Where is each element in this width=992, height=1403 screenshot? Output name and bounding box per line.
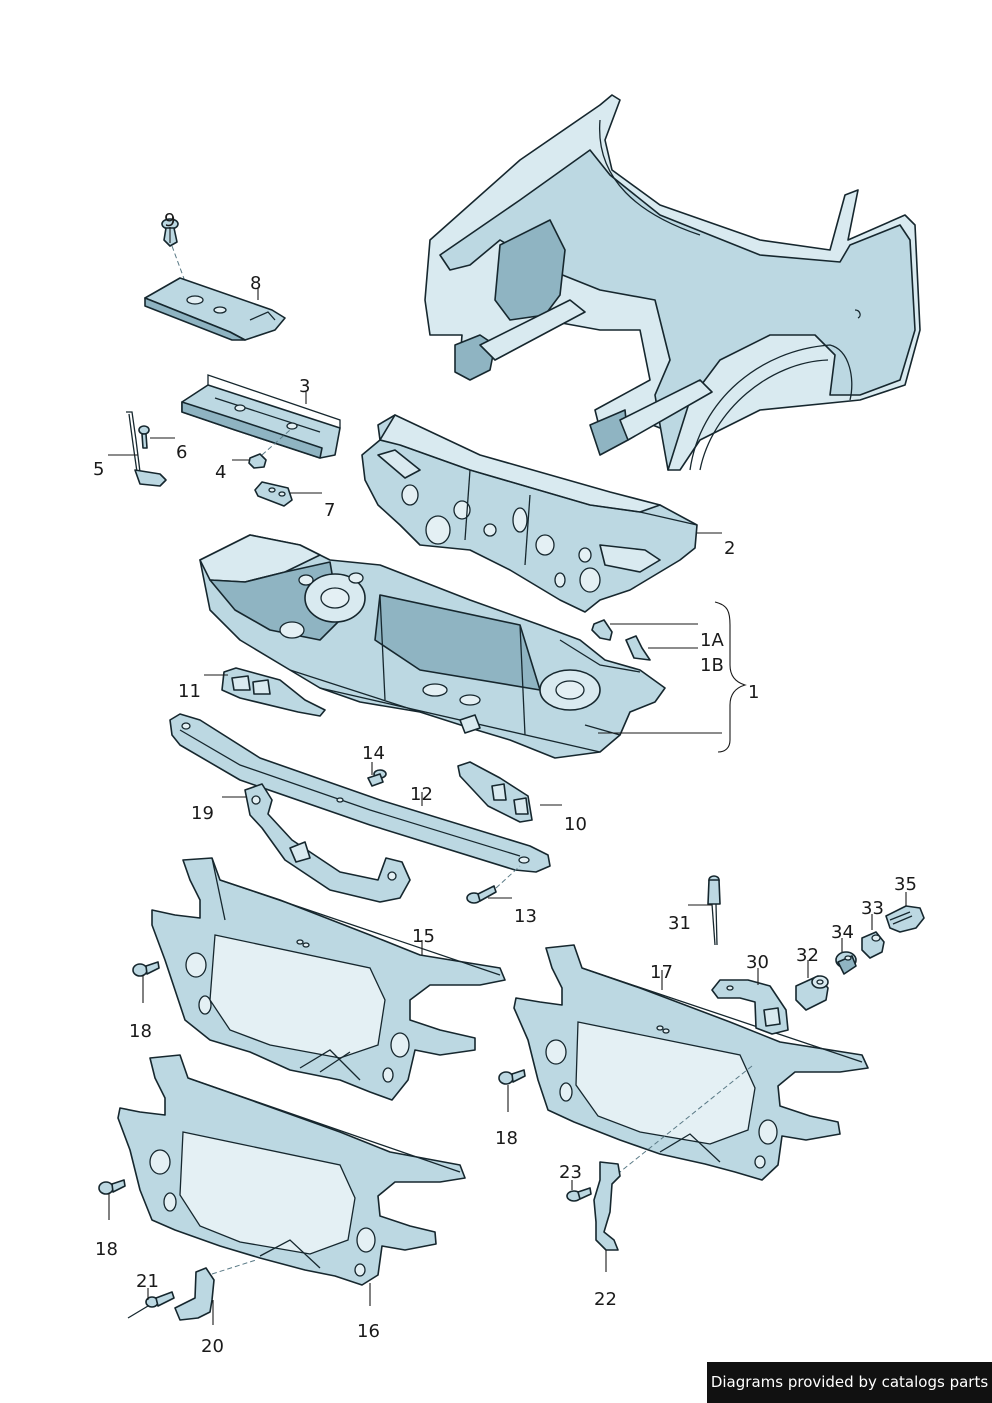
part-20-bracket xyxy=(174,1259,257,1321)
part-12-cross-member xyxy=(169,713,551,873)
part-33-washer xyxy=(861,931,885,959)
part-32-bushing xyxy=(795,975,829,1011)
part-22-bracket xyxy=(593,1161,621,1251)
callout-18-a: 18 xyxy=(129,1021,152,1042)
callout-22: 22 xyxy=(594,1289,617,1310)
part-21-rivet xyxy=(127,1291,175,1319)
part-1-front-structure xyxy=(199,534,666,759)
part-30-bracket xyxy=(711,979,789,1035)
part-5-rod-bracket xyxy=(126,411,167,487)
callout-15: 15 xyxy=(412,926,435,947)
part-18-push-pin-c xyxy=(98,1179,126,1195)
part-31-rivet-pin xyxy=(707,875,721,946)
callout-14: 14 xyxy=(362,743,385,764)
callout-5: 5 xyxy=(93,459,104,480)
callout-12: 12 xyxy=(410,784,433,805)
part-14-bolt xyxy=(367,769,387,787)
part-35-bolt xyxy=(885,905,925,933)
leader-lines xyxy=(108,227,907,1325)
callout-31: 31 xyxy=(668,913,691,934)
callout-34: 34 xyxy=(831,922,854,943)
part-8-bracket-plate xyxy=(144,277,286,341)
callout-21: 21 xyxy=(136,1271,159,1292)
callout-18-b: 18 xyxy=(495,1128,518,1149)
callout-8: 8 xyxy=(250,273,261,294)
part-23-bolt xyxy=(566,1187,592,1202)
part-19-support-bracket xyxy=(244,783,411,903)
callout-17: 17 xyxy=(650,962,673,983)
part-34-nut xyxy=(835,951,857,975)
callout-19: 19 xyxy=(191,803,214,824)
callout-1: 1 xyxy=(748,682,759,703)
callout-35: 35 xyxy=(894,874,917,895)
callout-33: 33 xyxy=(861,898,884,919)
part-7-clip xyxy=(254,481,293,507)
callout-23: 23 xyxy=(559,1162,582,1183)
part-11-bracket xyxy=(221,667,326,717)
callout-1B: 1B xyxy=(700,655,724,676)
callout-32: 32 xyxy=(796,945,819,966)
part-18-push-pin-b xyxy=(498,1069,526,1085)
callout-1A: 1A xyxy=(700,630,724,651)
part-6-screw xyxy=(138,425,150,449)
callout-13: 13 xyxy=(514,906,537,927)
part-10-bracket xyxy=(457,761,533,823)
callout-20: 20 xyxy=(201,1336,224,1357)
part-2-bulkhead xyxy=(361,414,698,613)
callout-9: 9 xyxy=(164,210,175,231)
credit-badge: Diagrams provided by catalogs parts xyxy=(707,1362,992,1403)
part-15-lock-carrier xyxy=(151,857,506,1101)
part-3-channel xyxy=(181,374,341,459)
callout-16: 16 xyxy=(357,1321,380,1342)
part-1A-bracket xyxy=(591,619,613,641)
callout-18-c: 18 xyxy=(95,1239,118,1260)
part-13-bolt xyxy=(466,865,521,904)
part-18-push-pin-a xyxy=(132,961,160,977)
callout-10: 10 xyxy=(564,814,587,835)
callout-2: 2 xyxy=(724,538,735,559)
car-front-body xyxy=(424,94,921,471)
callout-7: 7 xyxy=(324,500,335,521)
callout-11: 11 xyxy=(178,681,201,702)
callout-3: 3 xyxy=(299,376,310,397)
callout-labels: 9 8 3 6 5 4 7 2 1A 1B 1 11 14 12 19 10 1… xyxy=(93,210,917,1357)
part-17-lock-carrier xyxy=(513,944,869,1181)
callout-6: 6 xyxy=(176,442,187,463)
callout-30: 30 xyxy=(746,952,769,973)
part-16-lock-carrier xyxy=(117,1054,466,1286)
callout-4: 4 xyxy=(215,462,226,483)
part-4-nut xyxy=(248,429,291,469)
part-1B-bracket xyxy=(625,635,651,661)
